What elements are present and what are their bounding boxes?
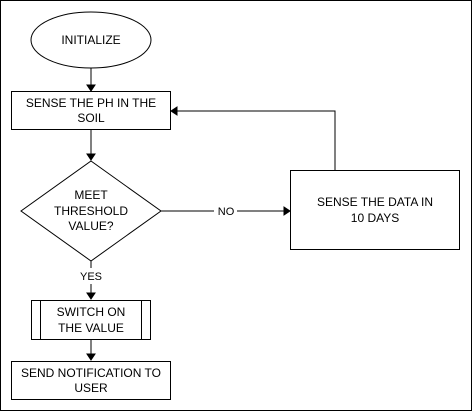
- process-shape: [11, 91, 171, 130]
- edge-label-yes: YES: [80, 271, 102, 283]
- arrowhead: [86, 292, 96, 300]
- arrowhead: [86, 153, 96, 161]
- arrowhead: [86, 353, 96, 361]
- node-threshold-line2: THRESHOLD: [54, 204, 128, 218]
- node-initialize: INITIALIZE: [30, 11, 152, 69]
- decision-shape: [20, 160, 162, 262]
- process-shape: [290, 170, 460, 250]
- node-sense-ph: SENSE THE PH IN THE SOIL: [11, 91, 171, 130]
- node-notify: SEND NOTIFICATION TO USER: [11, 361, 171, 400]
- edges: [86, 68, 336, 361]
- node-threshold-line3: VALUE?: [68, 219, 113, 233]
- node-sense-ph-line1: SENSE THE PH IN THE: [26, 96, 156, 110]
- node-sense-data-line2: 10 DAYS: [351, 211, 399, 225]
- node-sense-data-line1: SENSE THE DATA IN: [317, 195, 433, 209]
- arrowhead: [283, 206, 291, 216]
- node-notify-line1: SEND NOTIFICATION TO: [21, 366, 161, 380]
- node-sense-data: SENSE THE DATA IN 10 DAYS: [290, 170, 460, 250]
- node-switch-on: SWITCH ON THE VALUE: [31, 300, 151, 340]
- node-threshold-decision: MEET THRESHOLD VALUE?: [20, 160, 162, 262]
- node-notify-line2: USER: [74, 381, 108, 395]
- arrowhead: [170, 106, 178, 116]
- node-sense-ph-line2: SOIL: [77, 111, 105, 125]
- node-initialize-label: INITIALIZE: [61, 33, 120, 47]
- edge-label-no: NO: [218, 206, 235, 218]
- node-switch-on-line1: SWITCH ON: [57, 305, 126, 319]
- node-switch-on-line2: THE VALUE: [58, 321, 124, 335]
- node-threshold-line1: MEET: [74, 188, 108, 202]
- predefined-process-shape: [31, 300, 151, 340]
- arrowhead: [86, 84, 96, 92]
- terminator-shape: [30, 11, 152, 69]
- process-shape: [11, 361, 171, 400]
- edge-sense-data-loop-back: [176, 110, 336, 170]
